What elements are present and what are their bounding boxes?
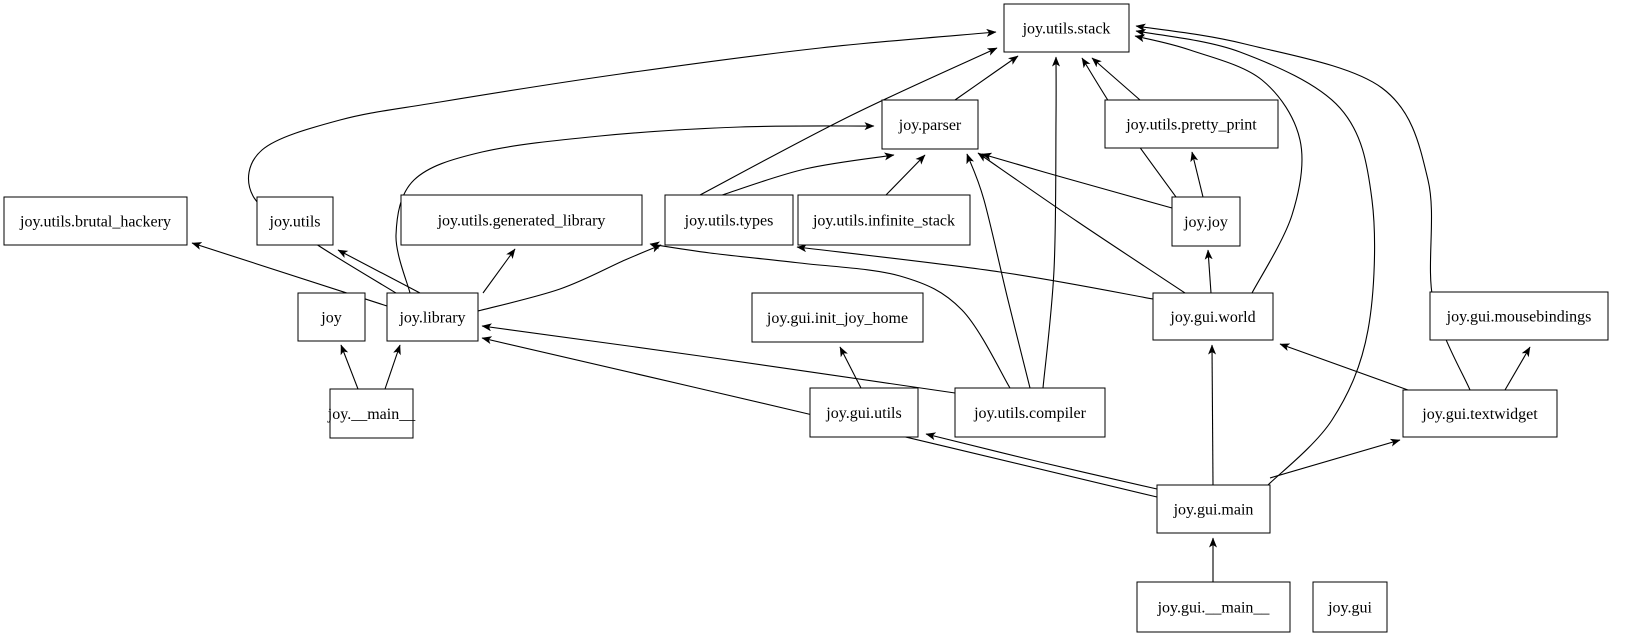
edge-joy-utils-infinite-stack-to-joy-parser	[885, 154, 926, 196]
node-label-joy-parser: joy.parser	[898, 117, 962, 134]
edge-joy-gui-main-to-joy-gui-utils	[925, 432, 1158, 490]
node-box-joy-gui-textwidget	[1402, 389, 1558, 438]
node-box-joy-utils-generated-library	[400, 194, 643, 246]
edge-joy-gui-world-to-joy-parser	[977, 152, 1186, 294]
node-box-joy-gui	[1312, 581, 1388, 633]
edge-joy-utils-types-to-joy-parser	[721, 152, 895, 196]
edge-joy-gui-world-to-joy-utils-types	[796, 244, 1154, 300]
node-box-joy-joy	[1171, 196, 1241, 247]
node-label-joy-utils-stack: joy.utils.stack	[1022, 21, 1111, 38]
node-box-joy-gui-main-main	[1136, 581, 1291, 633]
edge-joy-utils-compiler-to-joy-utils-generated-library	[649, 241, 1011, 389]
node-label-joy-utils-pretty-print: joy.utils.pretty_print	[1125, 117, 1257, 134]
node-label-joy-library: joy.library	[398, 310, 465, 327]
edge-joy-gui-main-to-joy-gui-textwidget	[1269, 438, 1401, 479]
node-joy-joy: joy.joy	[1171, 196, 1241, 247]
node-box-joy-utils-compiler	[954, 387, 1106, 438]
edge-joy-library-to-joy-utils-types	[477, 244, 662, 312]
edge-joy-gui-utils-to-joy-gui-init-joy-home	[839, 346, 862, 389]
edge-joy-library-to-joy-utils-generated-library	[482, 248, 516, 294]
node-box-joy-gui-mousebindings	[1429, 291, 1609, 341]
node-joy-gui: joy.gui	[1312, 581, 1388, 633]
node-box-joy-utils-pretty-print	[1104, 99, 1279, 149]
edge-joy-utils-compiler-to-joy-utils-stack	[1042, 56, 1061, 389]
node-label-joy-utils: joy.utils	[269, 214, 321, 231]
node-label-joy-utils-brutal-hackery: joy.utils.brutal_hackery	[19, 214, 171, 231]
node-joy-gui-textwidget: joy.gui.textwidget	[1402, 389, 1558, 438]
edge-joy-gui-textwidget-to-joy-gui-mousebindings	[1504, 346, 1531, 391]
node-box-joy-gui-main	[1156, 484, 1271, 534]
node-label-joy-main: joy.__main__	[327, 406, 416, 423]
node-label-joy: joy	[320, 310, 341, 327]
node-label-joy-gui-utils: joy.gui.utils	[825, 405, 901, 422]
node-joy-utils-types: joy.utils.types	[664, 194, 794, 246]
node-box-joy-utils-stack	[1003, 3, 1130, 53]
node-box-joy-library	[386, 292, 479, 342]
node-joy-utils: joy.utils	[256, 196, 334, 246]
node-layer: joy.utils.stack joy.parser joy.utils.prett…	[3, 3, 1609, 633]
node-joy-gui-world: joy.gui.world	[1152, 292, 1274, 341]
node-joy-utils-generated-library: joy.utils.generated_library	[400, 194, 643, 246]
node-label-joy-gui: joy.gui	[1327, 600, 1372, 617]
node-label-joy-gui-main: joy.gui.main	[1173, 502, 1254, 519]
node-label-joy-gui-world: joy.gui.world	[1169, 309, 1255, 326]
node-joy-utils-stack: joy.utils.stack	[1003, 3, 1130, 53]
edge-joy-gui-world-to-joy-joy	[1204, 249, 1213, 294]
node-joy-gui-init-joy-home: joy.gui.init_joy_home	[751, 292, 924, 343]
node-box-joy-utils-types	[664, 194, 794, 246]
node-box-joy-gui-init-joy-home	[751, 292, 924, 343]
node-label-joy-utils-types: joy.utils.types	[684, 213, 774, 230]
node-label-joy-utils-infinite-stack: joy.utils.infinite_stack	[812, 213, 955, 230]
node-label-joy-utils-generated-library: joy.utils.generated_library	[437, 213, 606, 230]
edge-joy-main-to-joy-library	[384, 344, 401, 390]
node-label-joy-joy: joy.joy	[1183, 214, 1228, 231]
node-label-joy-gui-mousebindings: joy.gui.mousebindings	[1446, 309, 1592, 326]
node-box-joy-utils	[256, 196, 334, 246]
node-joy-gui-main-main: joy.gui.__main__	[1136, 581, 1291, 633]
edge-joy-main-to-joy	[340, 344, 359, 390]
edge-joy-utils-compiler-to-joy-parser	[966, 153, 1031, 389]
edge-joy-joy-to-joy-parser	[981, 152, 1173, 209]
node-joy: joy	[297, 292, 366, 342]
node-joy-library: joy.library	[386, 292, 479, 342]
node-box-joy-utils-brutal-hackery	[3, 196, 188, 246]
node-joy-utils-infinite-stack: joy.utils.infinite_stack	[797, 194, 971, 246]
edge-joy-gui-main-to-joy-library	[481, 336, 1158, 498]
node-label-joy-gui-init-joy-home: joy.gui.init_joy_home	[766, 310, 908, 327]
node-box-joy	[297, 292, 366, 342]
node-joy-gui-utils: joy.gui.utils	[809, 387, 919, 438]
edge-joy-gui-world-to-joy-utils-stack	[1134, 34, 1303, 294]
node-label-joy-gui-textwidget: joy.gui.textwidget	[1421, 406, 1538, 423]
edge-joy-parser-to-joy-utils-stack	[954, 55, 1019, 101]
node-joy-gui-main: joy.gui.main	[1156, 484, 1271, 534]
edge-joy-utils-types-to-joy-utils-stack	[699, 47, 998, 196]
node-label-joy-utils-compiler: joy.utils.compiler	[973, 405, 1087, 422]
node-label-joy-gui-main-main: joy.gui.__main__	[1157, 600, 1271, 617]
node-box-joy-parser	[881, 99, 979, 150]
node-box-joy-gui-world	[1152, 292, 1274, 341]
edge-joy-gui-main-to-joy-utils-stack	[1135, 28, 1376, 486]
edge-joy-library-to-joy-utils	[337, 249, 421, 294]
node-box-joy-utils-infinite-stack	[797, 194, 971, 246]
edge-joy-gui-main-to-joy-gui-world	[1208, 344, 1217, 486]
node-joy-main: joy.__main__	[327, 388, 416, 439]
edge-joy-library-to-joy-utils-stack	[247, 28, 997, 294]
edge-joy-library-to-joy-parser	[395, 122, 875, 294]
node-joy-gui-mousebindings: joy.gui.mousebindings	[1429, 291, 1609, 341]
edge-joy-joy-to-joy-utils-pretty-print	[1190, 151, 1204, 198]
node-joy-utils-brutal-hackery: joy.utils.brutal_hackery	[3, 196, 188, 246]
node-box-joy-gui-utils	[809, 387, 919, 438]
node-joy-utils-pretty-print: joy.utils.pretty_print	[1104, 99, 1279, 149]
node-joy-parser: joy.parser	[881, 99, 979, 150]
edge-joy-utils-compiler-to-joy-library	[481, 323, 956, 394]
node-joy-utils-compiler: joy.utils.compiler	[954, 387, 1106, 438]
node-box-joy-main	[329, 388, 414, 439]
edge-joy-utils-pretty-print-to-joy-utils-stack	[1091, 57, 1141, 101]
edge-joy-gui-textwidget-to-joy-gui-world	[1279, 343, 1409, 391]
